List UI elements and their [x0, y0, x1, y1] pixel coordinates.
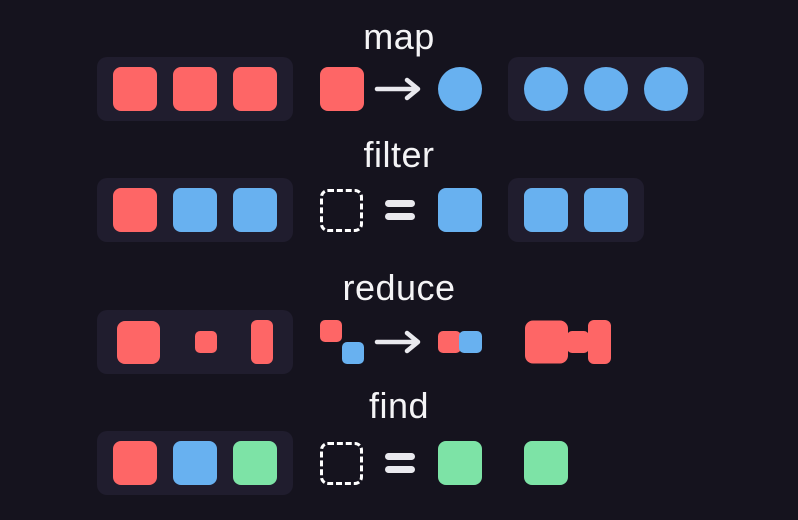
square-red	[113, 441, 157, 485]
square-blue	[438, 188, 482, 232]
square-green	[438, 441, 482, 485]
map-title: map	[363, 16, 435, 57]
reduce-output	[524, 310, 612, 374]
map-input-tray	[97, 57, 293, 121]
square-blue	[233, 188, 277, 232]
arrow-icon	[374, 77, 421, 101]
square-blue	[584, 188, 628, 232]
circle-blue	[644, 67, 688, 111]
find-title: find	[368, 385, 430, 426]
square-red	[113, 188, 157, 232]
square-red-sm	[194, 331, 217, 353]
rect-red-tall	[251, 320, 273, 364]
filter-output-tray	[508, 178, 644, 242]
square-red	[233, 67, 277, 111]
square-red	[113, 67, 157, 111]
equals-bar	[385, 453, 415, 460]
map-rule	[320, 57, 482, 121]
equals-bar	[385, 200, 415, 207]
circle-blue	[584, 67, 628, 111]
circle-blue	[524, 67, 568, 111]
square-red	[320, 67, 364, 111]
arrow-icon	[374, 330, 421, 354]
equals-sign	[385, 453, 415, 473]
square-green	[233, 441, 277, 485]
shape-reduced	[567, 331, 589, 353]
pair-diagonal	[320, 320, 364, 364]
map-rule-to	[438, 67, 482, 111]
reduce-rule-from	[320, 320, 364, 364]
filter-rule-to	[438, 188, 482, 232]
square-red-lg	[117, 320, 160, 364]
square-blue	[173, 188, 217, 232]
find-output	[524, 431, 568, 495]
square-dashed	[320, 441, 363, 485]
filter-input-tray	[97, 178, 293, 242]
find-rule	[320, 431, 482, 495]
square-dashed	[320, 188, 363, 232]
reduce-rule	[320, 310, 482, 374]
square-green	[524, 441, 568, 485]
equals-bar	[385, 213, 415, 220]
pair-merged	[438, 331, 482, 353]
find-input-tray	[97, 431, 293, 495]
find-rule-to	[438, 441, 482, 485]
square-blue	[173, 441, 217, 485]
equals-bar	[385, 466, 415, 473]
square-red	[173, 67, 217, 111]
filter-rule-from	[320, 188, 363, 232]
map-rule-from	[320, 67, 364, 111]
find-rule-from	[320, 441, 363, 485]
reduce-input-tray	[97, 310, 293, 374]
filter-title: filter	[363, 134, 435, 175]
circle-blue	[438, 67, 482, 111]
reduce-title: reduce	[342, 267, 456, 308]
equals-sign	[385, 200, 415, 220]
map-output-tray	[508, 57, 704, 121]
square-blue	[524, 188, 568, 232]
filter-rule	[320, 178, 482, 242]
reduce-rule-to	[438, 331, 482, 353]
